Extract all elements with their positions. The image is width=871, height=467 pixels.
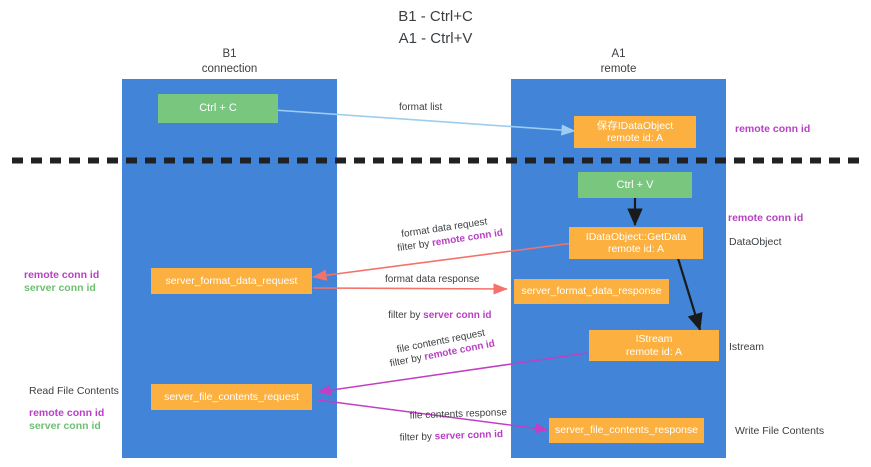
edge-label-file-contents-response-filter: filter by server conn id (388, 418, 504, 455)
annotation-write-file-contents: Write File Contents (735, 425, 825, 437)
filter-prefix: filter by (388, 310, 424, 321)
box-server-file-contents-response[interactable]: server_file_contents_response (549, 418, 704, 443)
box-ctrl-v-label: Ctrl + V (616, 178, 654, 191)
box-server-format-data-request-label: server_format_data_request (165, 274, 298, 287)
box-server-format-data-response-label: server_format_data_response (521, 285, 662, 298)
annotation-left-server-conn-id-mid: server conn id (24, 282, 96, 294)
annotation-remote-conn-id-mid: remote conn id (728, 212, 804, 224)
edge-label-format-list: format list (399, 102, 443, 113)
filter-key-server-conn-id: server conn id (423, 310, 492, 321)
filter-prefix: filter by (396, 238, 433, 255)
box-ctrl-c-label: Ctrl + C (199, 102, 237, 115)
box-server-file-contents-request[interactable]: server_file_contents_request (151, 384, 312, 410)
annotation-left-remote-conn-id-mid: remote conn id (24, 269, 100, 281)
box-save-idataobject[interactable]: 保存IDataObject remote id: A (574, 116, 696, 148)
annotation-left-server-conn-id-bottom: server conn id (29, 420, 101, 432)
annotation-dataobject: DataObject (729, 236, 782, 248)
column-header-b1: B1 connection (201, 48, 258, 75)
box-server-format-data-request[interactable]: server_format_data_request (151, 268, 312, 294)
page-title: B1 - Ctrl+C A1 - Ctrl+V (398, 8, 473, 47)
column-header-a1: A1 remote (600, 48, 637, 75)
filter-prefix: filter by (399, 431, 435, 444)
box-istream-label: IStream remote id: A (625, 333, 683, 358)
edge-label-format-data-response-filter: filter by server conn id (377, 299, 492, 332)
box-save-idataobject-label: 保存IDataObject remote id: A (596, 119, 674, 144)
edge-label-format-data-response: format data response (385, 274, 480, 285)
annotation-remote-conn-id-top: remote conn id (735, 123, 811, 135)
box-server-file-contents-response-label: server_file_contents_response (554, 424, 698, 437)
box-idataobject-getdata-label: IDataObject::GetData remote id: A (585, 230, 687, 255)
annotation-read-file-contents: Read File Contents (29, 385, 119, 397)
box-ctrl-c[interactable]: Ctrl + C (158, 94, 278, 123)
filter-key-remote-conn-id: remote conn id (431, 227, 504, 249)
box-ctrl-v[interactable]: Ctrl + V (578, 172, 692, 198)
box-server-file-contents-request-label: server_file_contents_request (164, 390, 299, 403)
box-istream[interactable]: IStream remote id: A (589, 330, 719, 361)
filter-key-remote-conn-id: remote conn id (423, 338, 496, 363)
filter-prefix: filter by (389, 351, 426, 370)
annotation-left-remote-conn-id-bottom: remote conn id (29, 407, 105, 419)
annotation-istream: Istream (729, 341, 765, 353)
filter-key-server-conn-id: server conn id (434, 428, 504, 443)
box-server-format-data-response[interactable]: server_format_data_response (514, 279, 669, 304)
box-idataobject-getdata[interactable]: IDataObject::GetData remote id: A (569, 227, 703, 259)
arrow-format-data-response (312, 283, 508, 295)
